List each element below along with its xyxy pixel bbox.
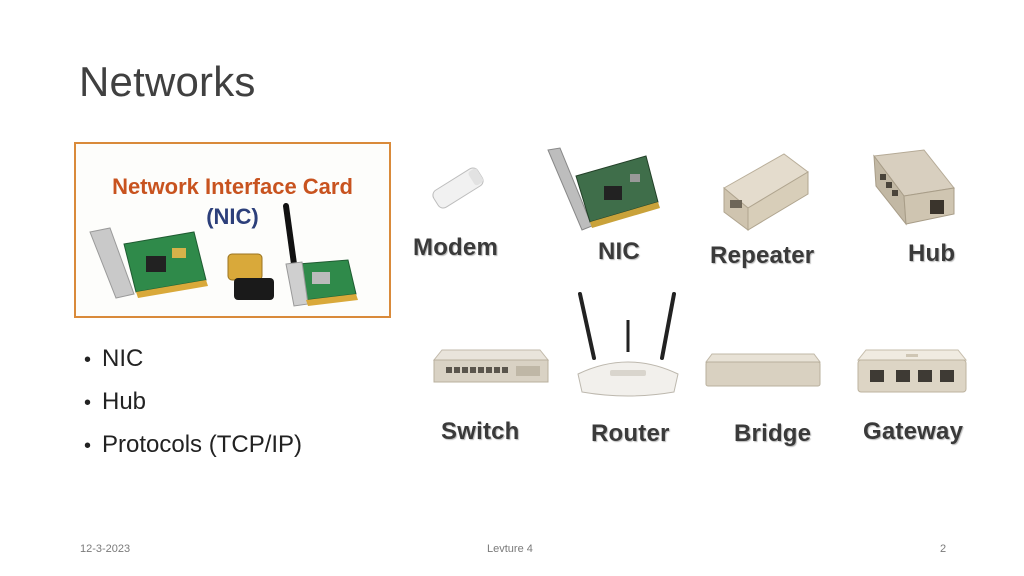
device-label-hub: Hub [908, 240, 956, 267]
bridge-icon [704, 352, 822, 390]
nic-icon [546, 146, 662, 234]
repeater-icon [718, 150, 812, 234]
nic-picture: Network Interface Card (NIC) [74, 142, 391, 318]
bullet-item: •Protocols (TCP/IP) [84, 431, 303, 458]
device-label-nic: NIC [598, 238, 640, 265]
slide-title: Networks [79, 58, 256, 105]
device-label-modem: Modem [413, 234, 498, 261]
footer-date: 12-3-2023 [80, 543, 131, 555]
bullet-list: •NIC •Hub •Protocols (TCP/IP) [84, 340, 302, 469]
nic-hardware-icon [89, 203, 358, 307]
bullet-item: •Hub [84, 388, 147, 415]
device-label-switch: Switch [441, 418, 520, 445]
device-label-repeater: Repeater [710, 242, 815, 269]
gateway-icon [856, 346, 968, 396]
device-label-gateway: Gateway [863, 418, 964, 445]
router-icon [574, 290, 682, 398]
footer-page-number: 2 [940, 543, 947, 555]
hub-icon [868, 148, 958, 228]
device-label-bridge: Bridge [734, 420, 812, 447]
switch-icon [432, 344, 550, 388]
footer-center: Levture 4 [487, 543, 533, 555]
nic-heading: Network Interface Card [112, 174, 353, 199]
nic-subheading: (NIC) [206, 204, 259, 229]
device-label-router: Router [591, 420, 670, 447]
bullet-item: •NIC [84, 345, 144, 372]
modem-icon [428, 160, 488, 216]
